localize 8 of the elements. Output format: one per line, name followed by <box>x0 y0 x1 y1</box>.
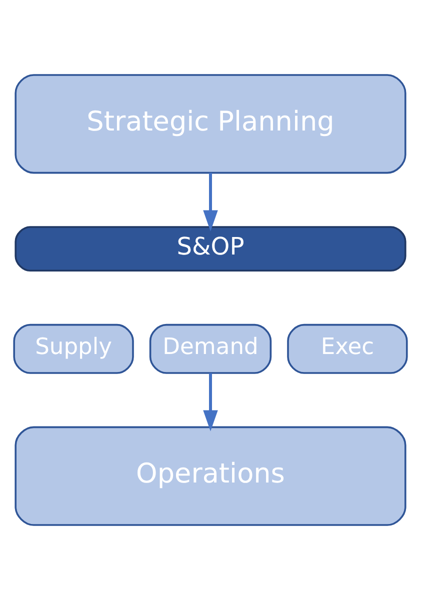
node-box: S&OP <box>14 226 406 272</box>
node-box: Exec <box>287 323 408 374</box>
node-box: Strategic Planning <box>14 74 406 174</box>
node-box: Operations <box>14 426 406 526</box>
node-box: Supply <box>13 323 134 374</box>
node-box: Demand <box>149 323 272 374</box>
arrow <box>203 372 218 431</box>
arrow <box>203 172 218 231</box>
